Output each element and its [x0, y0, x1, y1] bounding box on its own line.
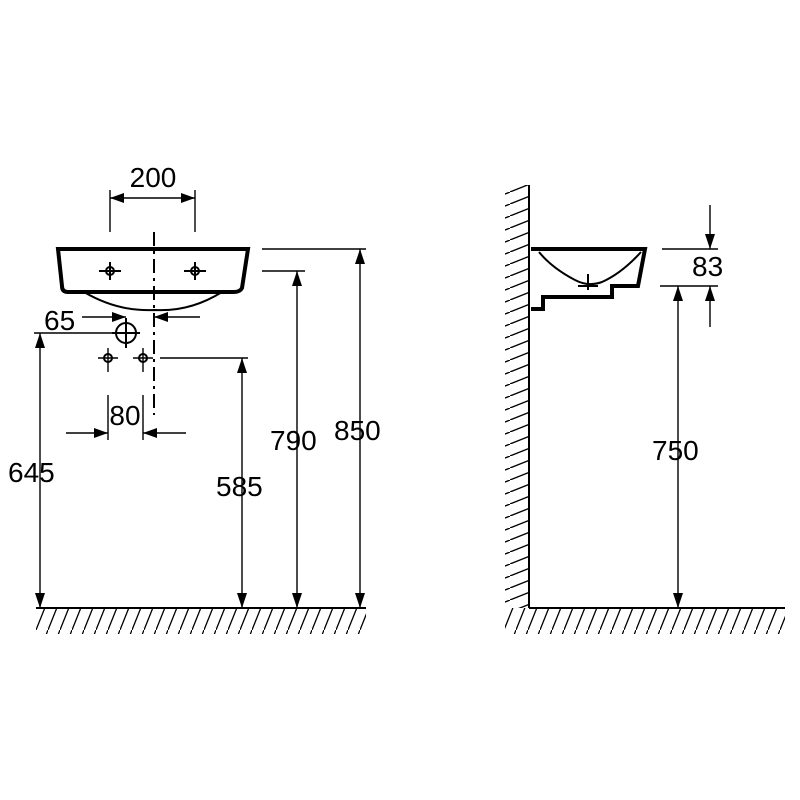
waste-outlet-symbol — [112, 318, 140, 348]
dimension-waste-offset: 65 — [44, 305, 200, 336]
dimension-underside-height: 750 — [652, 286, 699, 608]
floor-right — [505, 607, 785, 634]
basin-side-profile — [531, 247, 648, 311]
floor-left — [36, 607, 366, 634]
dimension-rim-height: 850 — [262, 248, 381, 608]
dim-label-790: 790 — [270, 425, 317, 456]
dimension-waste-height: 645 — [8, 332, 112, 608]
dimension-supply-height: 585 — [160, 357, 263, 608]
dimension-rim-thickness: 83 — [660, 205, 723, 327]
side-view: 83 750 — [505, 185, 785, 634]
dim-label-80: 80 — [109, 400, 140, 431]
dim-label-750: 750 — [652, 435, 699, 466]
dim-label-585: 585 — [216, 471, 263, 502]
front-view: 200 65 80 645 — [8, 162, 381, 634]
basin-front-outline — [55, 247, 251, 312]
supply-point-left — [98, 348, 118, 372]
dim-label-83: 83 — [692, 251, 723, 282]
dimension-tap-spacing: 200 — [109, 162, 196, 232]
dim-label-645: 645 — [8, 457, 55, 488]
dim-label-65: 65 — [44, 305, 75, 336]
dimension-bowl-bottom-height: 790 — [262, 270, 317, 608]
tap-hole-right — [184, 262, 206, 280]
wall — [505, 185, 530, 608]
tap-hole-left — [99, 262, 121, 280]
supply-point-right — [133, 348, 153, 372]
dim-label-200: 200 — [130, 162, 177, 193]
dim-label-850: 850 — [334, 415, 381, 446]
dimension-supply-spacing: 80 — [66, 395, 186, 440]
